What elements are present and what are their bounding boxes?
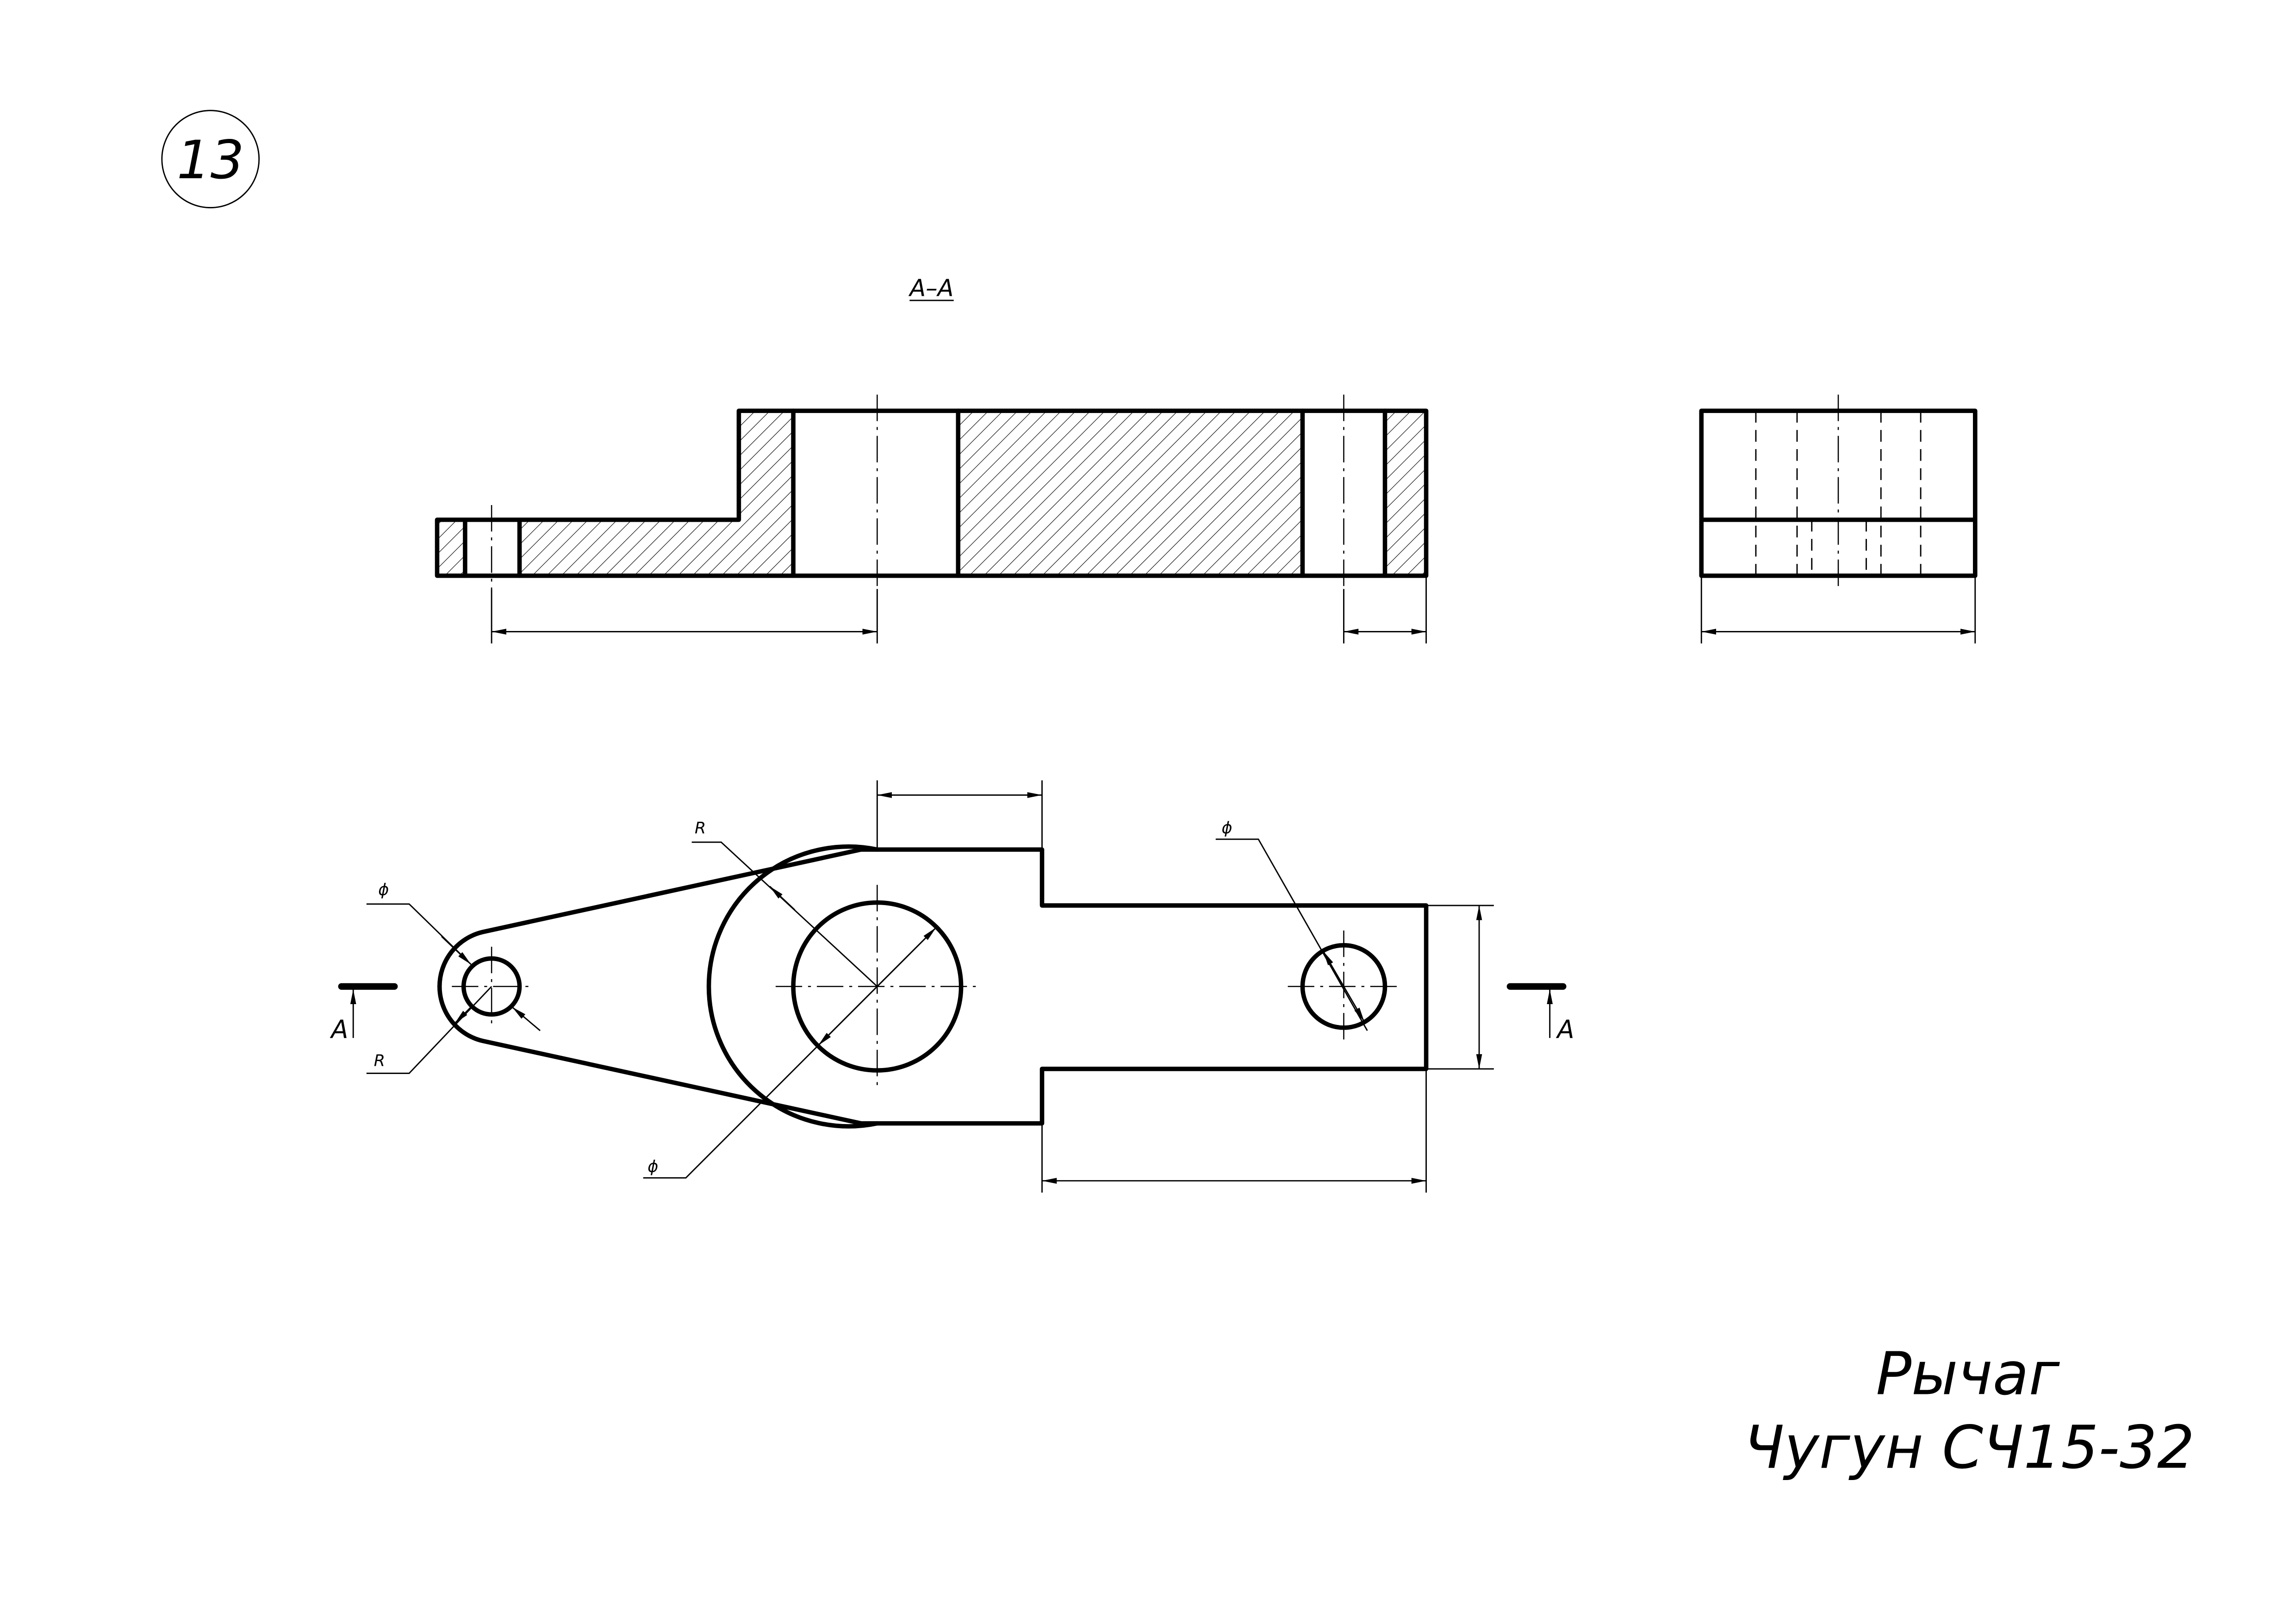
plan-view: ϕ R R ϕ ϕ A — [330, 780, 1574, 1193]
material: Чугун СЧ15-32 — [1744, 1413, 2195, 1482]
section-marker-left: A — [330, 983, 398, 1044]
radius-symbol: R — [695, 819, 706, 837]
section-title: A–A — [908, 274, 953, 301]
sheet-number: 13 — [177, 129, 244, 191]
title-block: Рычаг Чугун СЧ15-32 — [1744, 1340, 2195, 1482]
section-marker-label: A — [330, 1015, 348, 1044]
leader-right-hole-diameter: ϕ — [1215, 819, 1368, 1031]
radius-symbol: R — [374, 1052, 385, 1070]
part-name: Рычаг — [1876, 1340, 2060, 1408]
diameter-symbol: ϕ — [378, 881, 389, 899]
sheet-number-badge: 13 — [161, 110, 260, 208]
leader-large-hole-diameter: ϕ — [643, 927, 937, 1179]
section-view-a-a: A–A — [435, 274, 1429, 643]
leader-small-hole-diameter: ϕ — [366, 881, 541, 1031]
side-view — [1699, 394, 1978, 643]
hatched-regions — [437, 411, 1426, 576]
section-marker-right: A — [1506, 983, 1574, 1044]
diameter-symbol: ϕ — [1222, 819, 1232, 837]
leader-small-boss-radius: R — [366, 986, 492, 1074]
leader-large-boss-radius: R — [691, 819, 878, 987]
section-marker-label: A — [1556, 1015, 1574, 1044]
diameter-symbol: ϕ — [647, 1158, 658, 1176]
